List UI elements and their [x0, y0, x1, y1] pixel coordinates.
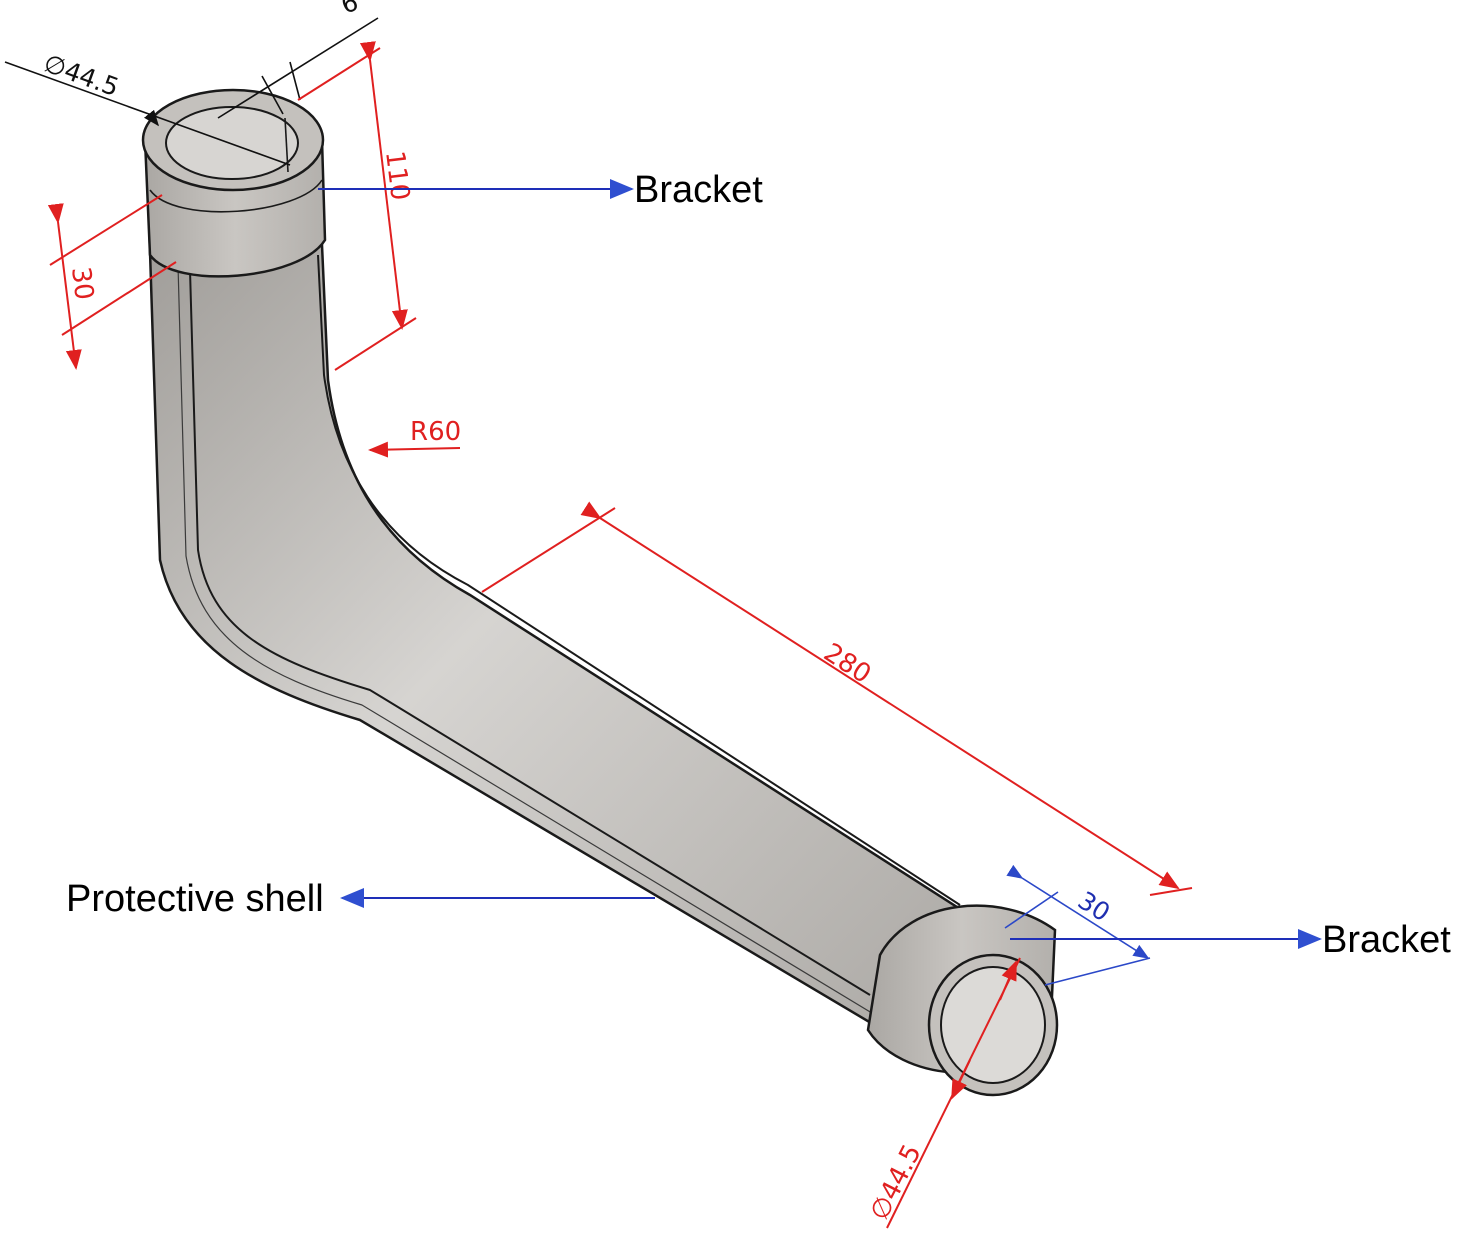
top-bracket-callout: Bracket [318, 169, 763, 211]
bracket-offset-dimension: 110 [297, 41, 417, 371]
bottom-diameter-label: ∅44.5 [865, 1140, 928, 1225]
top-bracket-length-dimension: 30 [47, 194, 177, 370]
bend-radius-dimension: R60 [368, 417, 461, 458]
bracket-offset-label: 110 [379, 149, 415, 202]
bottom-bracket-length-label: 30 [1073, 886, 1115, 928]
top-bracket [141, 88, 327, 278]
shell-label: Protective shell [66, 878, 324, 920]
straight-length-label: 280 [818, 638, 876, 690]
bend-radius-label: R60 [410, 417, 461, 447]
top-diameter-label: ∅44.5 [40, 48, 123, 102]
top-bracket-label: Bracket [634, 169, 763, 211]
bottom-bracket-callout: Bracket [1010, 919, 1451, 961]
bottom-bracket [866, 904, 1059, 1097]
top-bracket-length-label: 30 [65, 265, 99, 302]
protective-shell-body [146, 188, 987, 1057]
bottom-bracket-label: Bracket [1322, 919, 1451, 961]
shell-callout: Protective shell [66, 878, 655, 920]
wall-thickness-label: 6 [337, 0, 362, 20]
